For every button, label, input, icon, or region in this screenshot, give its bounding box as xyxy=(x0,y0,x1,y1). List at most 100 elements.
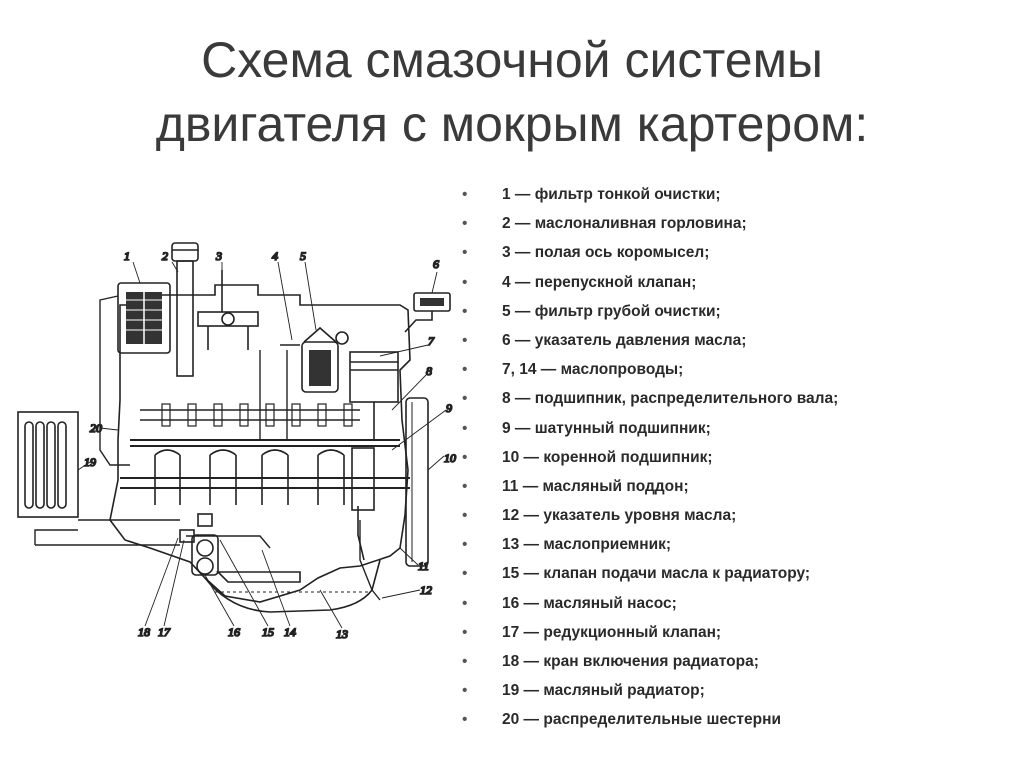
bullet: • xyxy=(462,477,468,495)
bullet: • xyxy=(462,682,468,700)
legend-item: • 3 — полая ось коромысел; xyxy=(462,242,838,271)
legend-item: • 6 — указатель давления масла; xyxy=(462,330,838,359)
legend-text: 16 — масляный насос; xyxy=(502,594,677,612)
bullet: • xyxy=(462,186,468,203)
diagram-label-8: 8 xyxy=(426,364,432,378)
legend-text: 7, 14 — маслопроводы; xyxy=(502,361,684,379)
legend-item: • 12 — указатель уровня масла; xyxy=(462,505,838,534)
diagram-label-13: 13 xyxy=(336,627,348,641)
diagram-label-12: 12 xyxy=(420,583,432,597)
piston xyxy=(349,351,399,440)
bullet: • xyxy=(462,302,468,320)
oil-pan xyxy=(204,559,381,613)
diagram-label-5: 5 xyxy=(300,249,306,263)
camshaft xyxy=(140,403,360,427)
bullet: • xyxy=(462,331,468,349)
slide-title: Схема смазочной системы двигателя с мокр… xyxy=(0,28,1024,156)
crankshaft xyxy=(120,447,410,511)
legend-text: 9 — шатунный подшипник; xyxy=(502,419,711,437)
diagram-label-2: 2 xyxy=(162,249,168,263)
leader-lines xyxy=(77,261,447,629)
legend-text: 15 — клапан подачи масла к радиатору; xyxy=(502,565,811,583)
bullet: • xyxy=(462,215,468,233)
diagram-label-4: 4 xyxy=(272,249,278,263)
bullet: • xyxy=(462,711,468,729)
legend-item: • 4 — перепускной клапан; xyxy=(462,272,838,301)
legend-item: • 16 — масляный насос; xyxy=(462,593,838,622)
diagram-legend: • 1 — фильтр тонкой очистки; • 2 — маслона… xyxy=(462,184,838,739)
legend-text: 12 — указатель уровня масла; xyxy=(502,507,737,525)
oil-dipstick xyxy=(357,506,365,561)
diagram-label-14: 14 xyxy=(284,625,296,639)
bullet: • xyxy=(462,448,468,466)
legend-item: • 5 — фильтр грубой очистки; xyxy=(462,301,838,330)
bullet: • xyxy=(462,273,468,291)
legend-text: 5 — фильтр грубой очистки; xyxy=(502,302,721,320)
engine-block-outline xyxy=(109,284,411,603)
bullet: • xyxy=(462,623,468,641)
bullet: • xyxy=(462,653,468,670)
diagram-label-20: 20 xyxy=(90,421,102,435)
legend-text: 17 — редукционный клапан; xyxy=(502,623,722,641)
legend-item: • 7, 14 — маслопроводы; xyxy=(462,359,838,388)
legend-item: • 20 — распределительные шестерни xyxy=(462,709,838,738)
legend-text: 6 — указатель давления масла; xyxy=(502,331,747,349)
legend-item: • 8 — подшипник, распределительного вала; xyxy=(462,388,838,417)
legend-text: 8 — подшипник, распределительного вала; xyxy=(502,390,839,408)
main-oil-gallery xyxy=(130,439,400,447)
legend-text: 18 — кран включения радиатора; xyxy=(502,653,759,670)
title-line-2: двигателя с мокрым картером: xyxy=(155,96,869,152)
diagram-label-9: 9 xyxy=(446,401,452,415)
legend-text: 19 — масляный радиатор; xyxy=(502,682,705,700)
pressure-relief-valve xyxy=(179,513,213,543)
rocker-shaft xyxy=(197,270,259,350)
diagram-label-3: 3 xyxy=(215,249,222,263)
bullet: • xyxy=(462,361,468,379)
title-line-1: Схема смазочной системы xyxy=(201,32,823,88)
bullet: • xyxy=(462,390,468,408)
legend-item: • 18 — кран включения радиатора; xyxy=(462,651,838,680)
legend-item: • 10 — коренной подшипник; xyxy=(462,447,838,476)
oil-pickup xyxy=(216,571,301,583)
coarse-filter xyxy=(301,326,349,393)
oil-filler-neck xyxy=(171,242,199,377)
legend-item: • 11 — масляный поддон; xyxy=(462,476,838,505)
bullet: • xyxy=(462,565,468,583)
legend-item: • 15 — клапан подачи масла к радиатору; xyxy=(462,563,838,592)
bullet: • xyxy=(462,507,468,525)
oil-radiator xyxy=(17,411,79,518)
legend-text: 4 — перепускной клапан; xyxy=(502,273,697,291)
fine-filter xyxy=(117,282,171,354)
diagram-label-1: 1 xyxy=(124,249,130,263)
bullet: • xyxy=(462,419,468,437)
legend-text: 20 — распределительные шестерни xyxy=(502,711,781,729)
legend-item: • 13 — маслоприемник; xyxy=(462,534,838,563)
diagram-label-7: 7 xyxy=(428,334,435,348)
legend-item: • 17 — редукционный клапан; xyxy=(462,622,838,651)
legend-text: 2 — маслоналивная горловина; xyxy=(502,215,747,233)
legend-text: 3 — полая ось коромысел; xyxy=(502,244,710,262)
lubrication-system-diagram: 1 2 3 4 5 6 7 8 9 10 11 12 13 14 15 16 1… xyxy=(17,242,457,642)
diagram-label-18: 18 xyxy=(138,625,150,639)
legend-text: 13 — маслоприемник; xyxy=(502,536,672,554)
bullet: • xyxy=(462,536,468,554)
legend-text: 10 — коренной подшипник; xyxy=(502,448,713,466)
bullet: • xyxy=(462,244,468,262)
legend-text: 1 — фильтр тонкой очистки; xyxy=(502,186,721,203)
diagram-label-6: 6 xyxy=(433,257,439,271)
legend-item: • 19 — масляный радиатор; xyxy=(462,680,838,709)
diagram-label-16: 16 xyxy=(228,625,240,639)
bullet: • xyxy=(462,594,468,612)
legend-item: • 1 — фильтр тонкой очистки; xyxy=(462,184,838,213)
diagram-label-11: 11 xyxy=(418,559,429,573)
diagram-label-17: 17 xyxy=(158,625,171,639)
legend-item: • 9 — шатунный подшипник; xyxy=(462,418,838,447)
flywheel xyxy=(405,397,429,567)
diagram-label-10: 10 xyxy=(444,451,456,465)
legend-item: • 2 — маслоналивная горловина; xyxy=(462,213,838,242)
oil-lines xyxy=(34,295,381,601)
legend-text: 11 — масляный поддон; xyxy=(502,477,689,495)
diagram-label-15: 15 xyxy=(262,625,274,639)
diagram-label-19: 19 xyxy=(84,455,96,469)
oil-pressure-gauge xyxy=(404,292,451,333)
